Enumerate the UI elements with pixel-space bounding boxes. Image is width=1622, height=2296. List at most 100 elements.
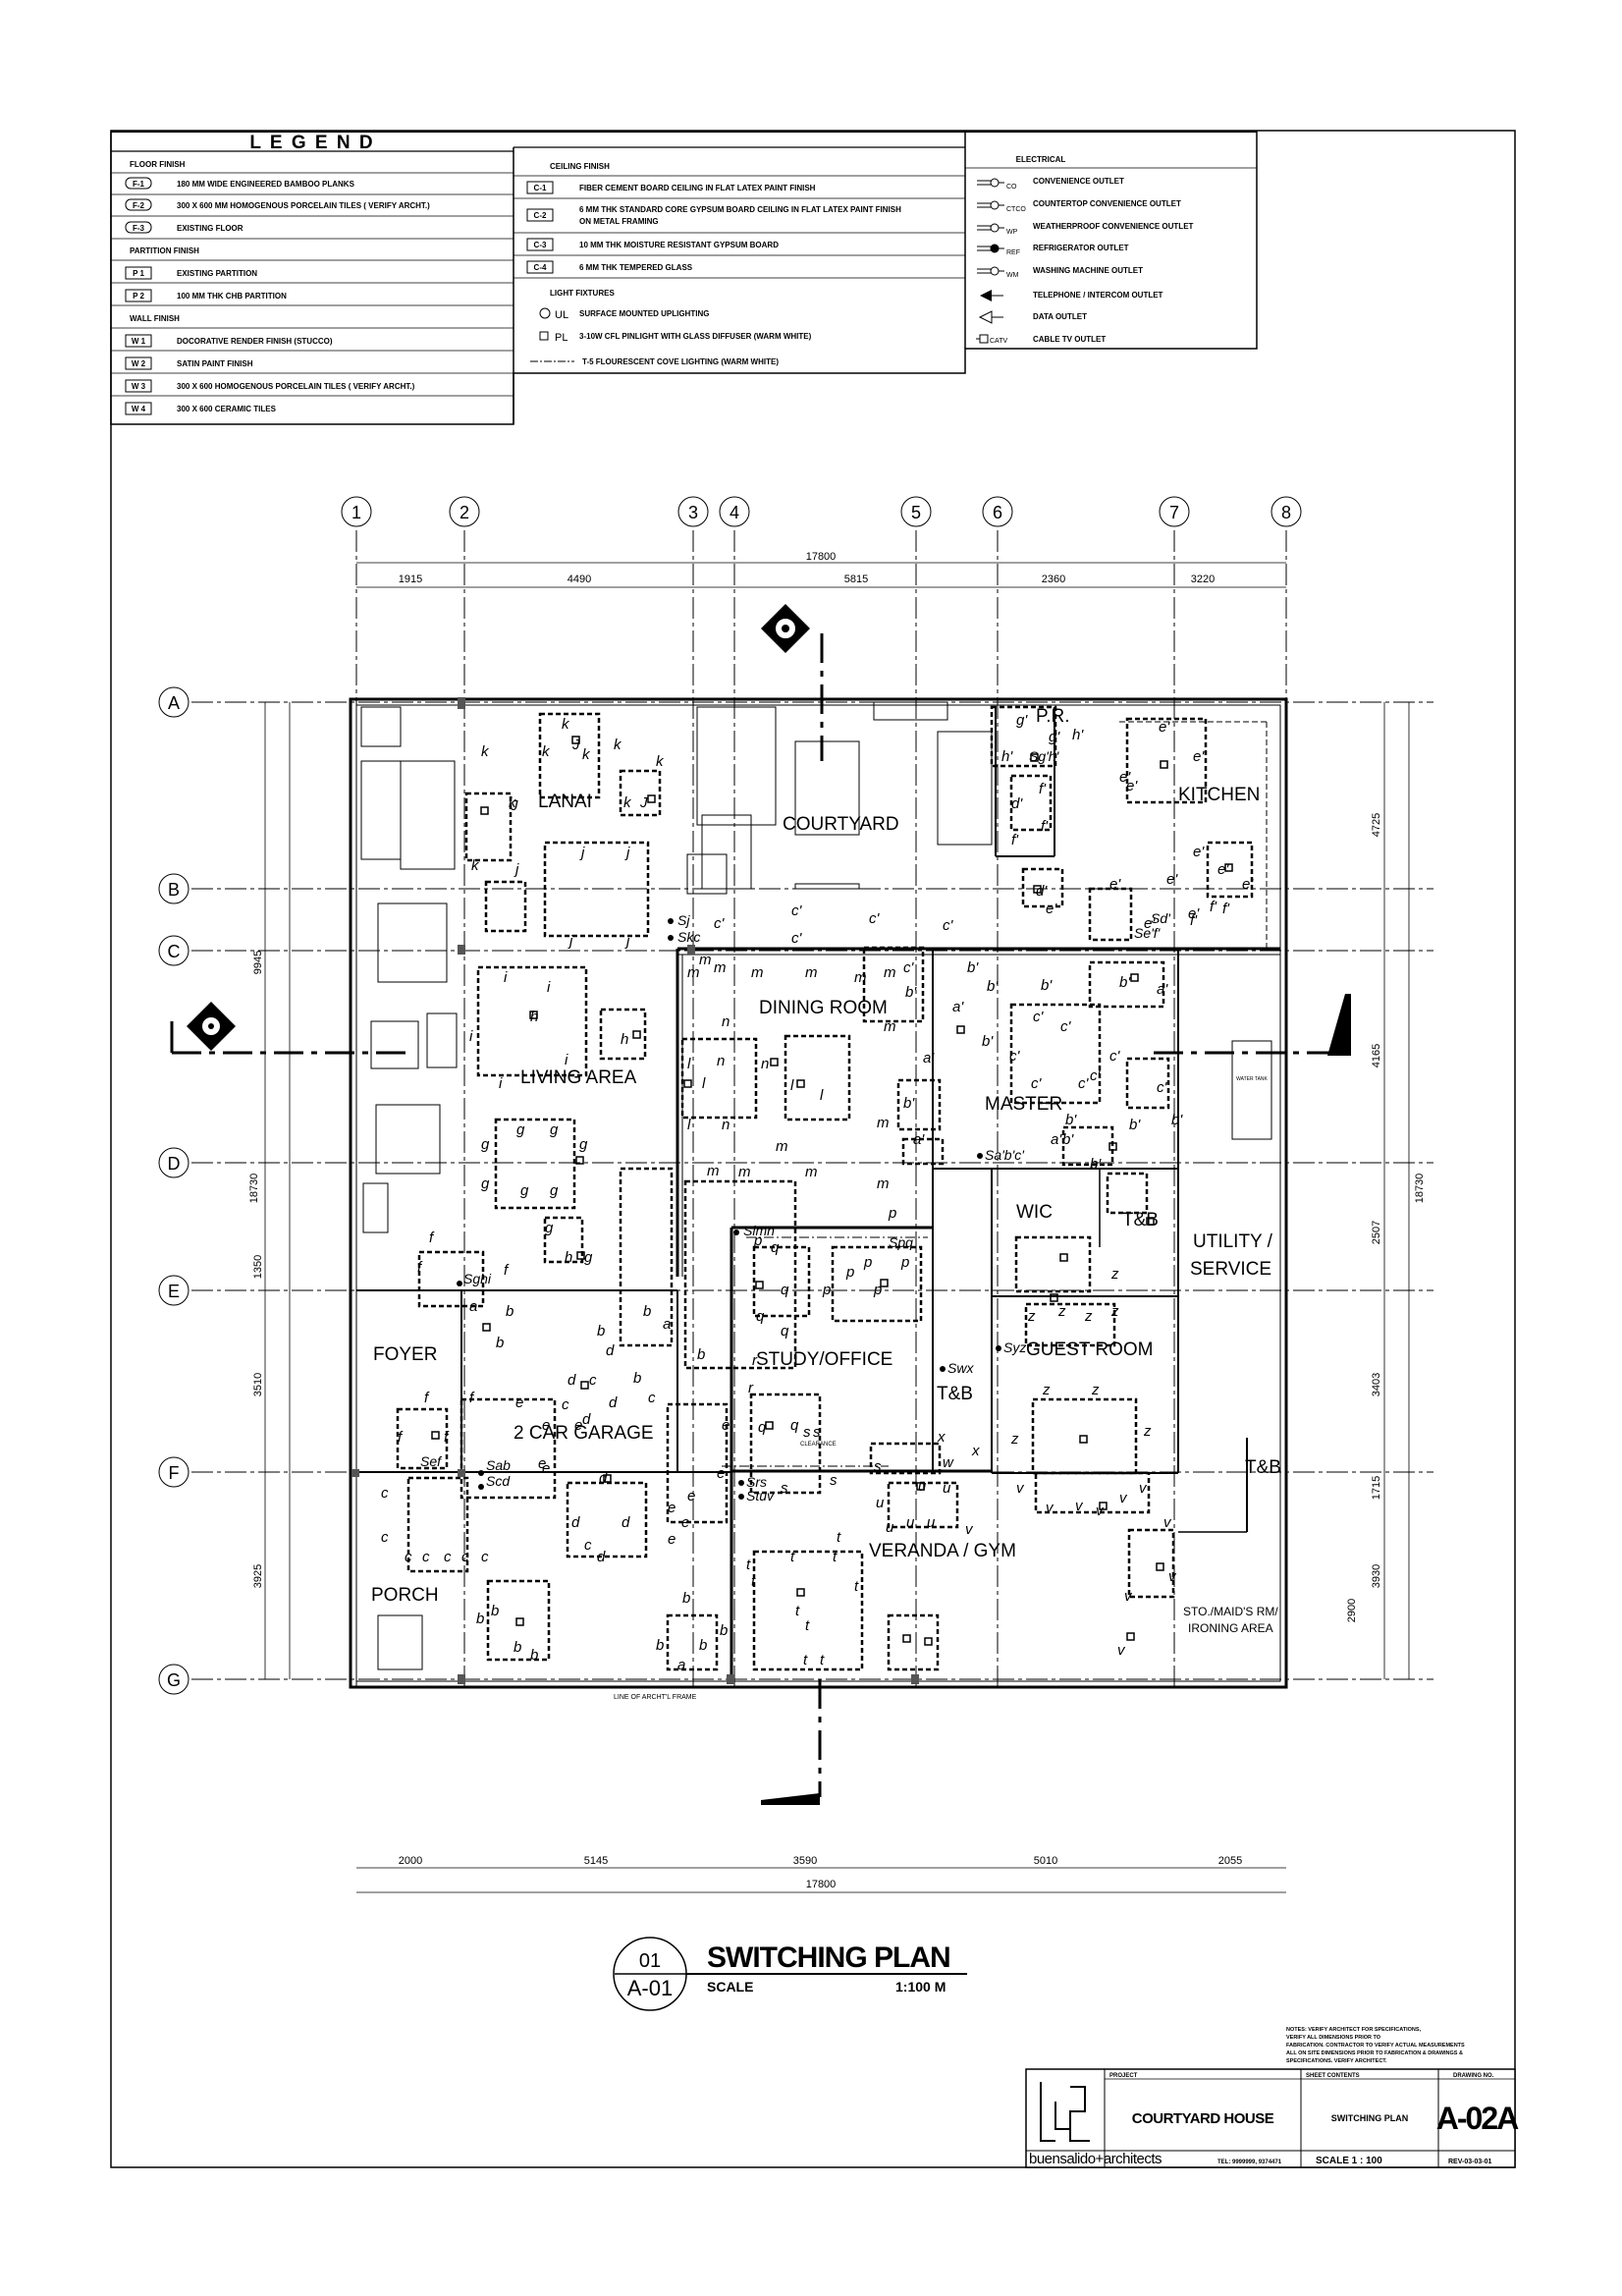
svg-text:f: f [398, 1429, 404, 1446]
room-kitchen: KITCHEN [1178, 785, 1260, 805]
svg-text:c': c' [1078, 1075, 1090, 1092]
legend-code: REF [1006, 249, 1020, 256]
svg-text:f': f' [1041, 818, 1049, 835]
section-markers [170, 604, 1351, 1805]
grid-bubble-4: 4 [719, 496, 750, 527]
scale-label: SCALE [707, 1979, 753, 1995]
drawing-number: 01 [639, 1950, 661, 1972]
room-dining: DINING ROOM [759, 998, 888, 1018]
switch-label: Stuv [746, 1488, 775, 1503]
svg-text:c': c' [903, 959, 915, 976]
north-arrow-icon [761, 604, 810, 653]
refrigerator-outlet-icon [977, 244, 1004, 253]
legend-code: F-2 [133, 201, 145, 210]
svg-text:z: z [1057, 1303, 1066, 1320]
svg-text:k: k [614, 737, 622, 753]
legend-code: PL [555, 332, 568, 344]
top-dim: 1915 [399, 574, 422, 585]
legend-text: 100 MM THK CHB PARTITION [177, 292, 287, 301]
bottom-dim: 2000 [399, 1855, 422, 1867]
svg-text:m: m [687, 964, 700, 981]
grid-bubble-7: 7 [1159, 496, 1190, 527]
legend-code: C-4 [534, 263, 547, 272]
svg-text:u: u [906, 1514, 915, 1531]
svg-text:s: s [813, 1424, 821, 1441]
section-bottom-marker-icon [761, 1793, 820, 1805]
svg-text:h: h [565, 1249, 572, 1266]
grid-bubble-2: 2 [449, 496, 480, 527]
svg-text:q: q [771, 1239, 780, 1256]
svg-text:z: z [1042, 1382, 1051, 1398]
room-guest: GUEST ROOM [1026, 1339, 1154, 1360]
room-labels: LANAI COURTYARD P.R. KITCHEN DINING ROOM… [371, 706, 1281, 1635]
legend-ceiling-finish: CEILING FINISH C-1 FIBER CEMENT BOARD CE… [514, 162, 965, 366]
svg-text:c: c [584, 1537, 592, 1554]
svg-text:m: m [805, 964, 818, 981]
grid-bubble-c: C [158, 935, 189, 966]
svg-text:d: d [571, 1514, 580, 1531]
legend-text: 300 X 600 CERAMIC TILES [177, 405, 277, 413]
svg-text:k: k [582, 746, 591, 763]
project-label: PROJECT [1109, 2073, 1138, 2079]
switch-label: Skc [677, 929, 700, 945]
svg-text:g: g [545, 1220, 554, 1236]
svg-text:e: e [681, 1514, 689, 1531]
svg-text:v: v [1139, 1480, 1148, 1497]
svg-text:b: b [597, 1323, 605, 1339]
legend-code: F-3 [133, 224, 145, 233]
note-line: FABRICATION. CONTRACTOR TO VERIFY ACTUAL… [1286, 2043, 1465, 2049]
svg-text:f: f [417, 1259, 423, 1276]
svg-text:m: m [738, 1164, 751, 1180]
svg-text:b': b' [1062, 1131, 1074, 1148]
svg-text:b: b [682, 1590, 690, 1607]
archt-frame-note: LINE OF ARCHT'L FRAME [614, 1694, 697, 1701]
svg-text:e: e [515, 1394, 523, 1411]
svg-text:e': e' [1217, 861, 1229, 878]
legend-text: 6 MM THK TEMPERED GLASS [579, 263, 693, 272]
telephone-outlet-icon [980, 290, 1003, 301]
svg-text:1: 1 [351, 503, 361, 522]
svg-text:f': f' [1190, 912, 1198, 929]
switch-label: Srs [746, 1474, 767, 1490]
svg-text:u: u [876, 1495, 885, 1511]
room-lanai: LANAI [538, 792, 592, 812]
grid-bubble-d: D [158, 1147, 189, 1178]
svg-text:e: e [668, 1531, 676, 1548]
dimensions [264, 562, 1410, 1893]
svg-text:b: b [697, 1346, 705, 1363]
room-study: STUDY/OFFICE [756, 1349, 892, 1370]
svg-text:k: k [623, 794, 632, 811]
legend-text: CABLE TV OUTLET [1033, 335, 1106, 344]
top-dim: 4490 [568, 574, 591, 585]
legend-text: 10 MM THK MOISTURE RESISTANT GYPSUM BOAR… [579, 241, 779, 249]
legend-code: C-2 [534, 211, 547, 220]
svg-text:m: m [805, 1164, 818, 1180]
room-master: MASTER [985, 1094, 1062, 1115]
sheet-scale: SCALE 1 : 100 [1316, 2156, 1382, 2166]
left-dim: 3510 [252, 1373, 264, 1396]
switch-label: Scd [486, 1473, 511, 1489]
svg-text:b': b' [987, 978, 999, 995]
svg-text:p: p [753, 1232, 762, 1249]
grid-bubble-b: B [158, 873, 189, 904]
svg-text:p: p [900, 1254, 909, 1271]
grid-bubble-3: 3 [677, 496, 709, 527]
svg-text:e: e [574, 1417, 582, 1434]
svg-text:b': b' [905, 984, 917, 1001]
svg-text:j: j [579, 845, 585, 861]
svg-text:n: n [722, 1117, 730, 1133]
room-powder-room: P.R. [1036, 706, 1070, 727]
switch-label: Sef [420, 1453, 443, 1469]
room-foyer: FOYER [373, 1344, 437, 1365]
svg-text:p: p [863, 1254, 872, 1271]
revision: REV-03-03-01 [1448, 2159, 1491, 2165]
svg-text:c': c' [714, 915, 726, 932]
countertop-outlet-icon [977, 200, 1004, 210]
room-courtyard: COURTYARD [783, 814, 899, 835]
svg-text:f': f' [1210, 899, 1217, 915]
legend-code: CTCO [1006, 206, 1026, 213]
svg-text:e: e [668, 1500, 676, 1516]
svg-text:c': c' [791, 930, 803, 947]
legend-text: EXISTING PARTITION [177, 269, 257, 278]
legend-title: L E G E N D [249, 133, 374, 153]
